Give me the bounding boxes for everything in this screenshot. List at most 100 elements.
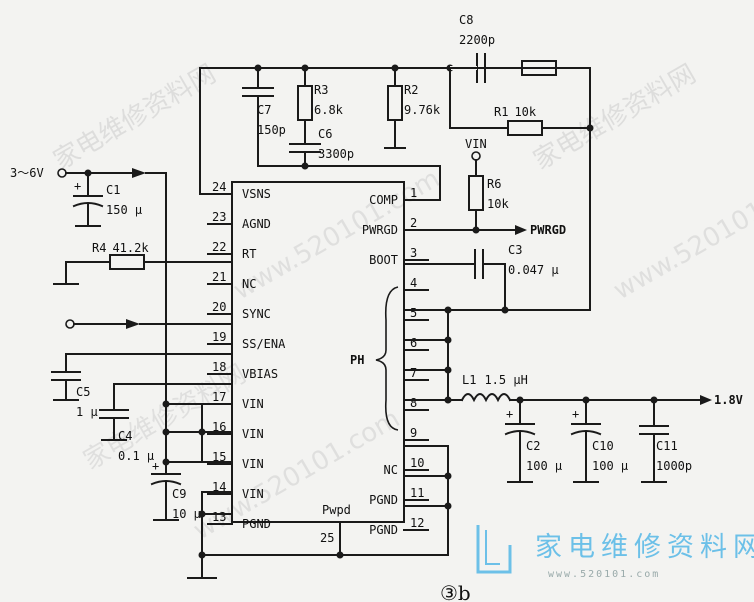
watermark-cn-3: 家电维修资料网 [529,59,702,176]
logo-url: www.520101.com [548,569,660,580]
vin-input-label: 3～6V [10,166,44,180]
l1-value: 1.5 μH [484,373,527,387]
r3-value: 6.8k [314,103,344,117]
r2-ref: R2 [404,83,418,97]
sync-arrow-icon [126,319,140,329]
r1-ref: R1 [494,105,508,119]
c1-ref: C1 [106,183,120,197]
ic-pin-number: 1 [410,186,417,200]
junction-dot [162,428,170,436]
c9-polarity: + [152,459,159,473]
vin-input-terminal [57,168,67,178]
c9-ref: C9 [172,487,186,501]
ic-pin-name: NC [242,277,256,291]
ground-rail [187,551,449,579]
junction-dot [501,306,509,314]
ic-pin-number: 21 [212,270,226,284]
watermark-cn-1: 家电维修资料网 [49,59,222,176]
ic-pin-name: SS/ENA [242,337,286,351]
ic-pin-number: 4 [410,276,417,290]
c7-ref: C7 [257,103,271,117]
c9-value: 10 μ [172,507,201,521]
boot-network: C3 0.047 μ [403,243,559,311]
r3-resistor [297,85,313,121]
vin-terminal [471,151,481,161]
r6-ref: R6 [487,177,501,191]
c5-ref: C5 [76,385,90,399]
l1-label: L1 1.5 μH [462,373,528,387]
c3-value: 0.047 μ [508,263,559,277]
vin-input-arrow-icon [132,168,146,178]
pwpd-label: Pwpd [322,503,351,517]
c2-value: 100 μ [526,459,562,473]
ic-pin-name: COMP [369,193,398,207]
figure-caption: ③b [440,581,471,602]
ic-pin-name: PGND [369,493,398,507]
ic-pin-name: VIN [242,487,264,501]
c10-value: 100 μ [592,459,628,473]
c6-ref: C6 [318,127,332,141]
logo-book-icon-inner [485,530,500,565]
ic-pin-number: 17 [212,390,226,404]
ic-pin-number: 8 [410,396,417,410]
logo-book-icon [476,525,512,574]
ph-bus [403,306,591,404]
c2-ref: C2 [526,439,540,453]
ic-pin-number: 16 [212,420,226,434]
c4-value: 0.1 μ [118,449,154,463]
ic-pin-number: 20 [212,300,226,314]
ic-pin-number: 5 [410,306,417,320]
ic-body [231,181,405,523]
vin-label: VIN [465,137,487,151]
junction-dot [444,396,452,404]
c7-value: 150p [257,123,286,137]
watermark-url-3: www.520101.com [609,164,754,306]
r4-ref: R4 [92,241,106,255]
ic-pin-name: RT [242,247,256,261]
ic-pin-name: SYNC [242,307,271,321]
c6-value: 3300p [318,147,354,161]
ic-pin-name: PGND [242,517,271,531]
junction-dot [586,124,594,132]
feedback-network: C7 150p R3 6.8k C6 3300p R2 9.76k C8 220… [199,13,594,311]
ic-pin-number: 15 [212,450,226,464]
r1-value: 10k [514,105,536,119]
c11-value: 1000p [656,459,692,473]
c8-value: 2200p [459,33,495,47]
r6-resistor [468,175,484,211]
c11-ref: C11 [656,439,678,453]
junction-dot [198,428,206,436]
ic-pin-name: VIN [242,457,264,471]
c4-ref: C4 [118,429,132,443]
pwrgd-output-label: PWRGD [530,223,566,237]
l1-ref: L1 [462,373,476,387]
r3-ref: R3 [314,83,328,97]
junction-dot [162,400,170,408]
ic-pin-number: 14 [212,480,226,494]
c10-ref: C10 [592,439,614,453]
r4-resistor [109,254,145,270]
r1-resistor [507,120,543,136]
junction-dot [336,551,344,559]
junction-dot [444,306,452,314]
l1-inductor [460,393,512,403]
junction-dot [444,502,452,510]
vout-arrow-icon [700,395,712,405]
ic-pin-number: 12 [410,516,424,530]
ic-pin-number: 9 [410,426,417,440]
ic-pin-number: 23 [212,210,226,224]
c1-polarity: + [74,179,81,193]
ic-pin-name: VSNS [242,187,271,201]
c10-polarity: + [572,407,579,421]
ic-pin-number: 10 [410,456,424,470]
ic-pin-number: 18 [212,360,226,374]
c8-ref: C8 [459,13,473,27]
junction-dot [444,472,452,480]
ic-pin-number: 3 [410,246,417,260]
r6-value: 10k [487,197,509,211]
